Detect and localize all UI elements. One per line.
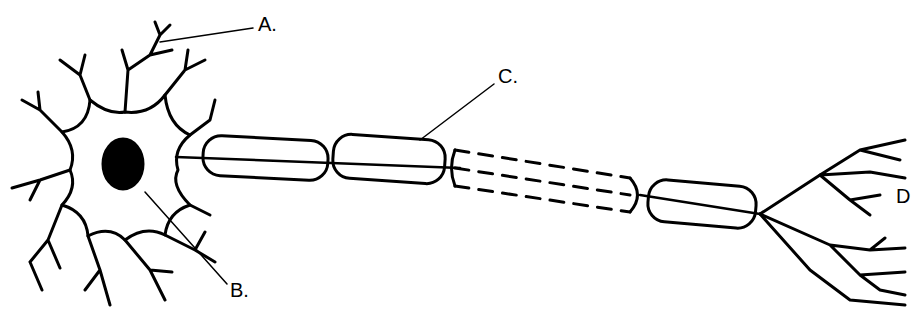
myelin-sheath [646, 178, 757, 229]
leader-lines [145, 28, 494, 284]
part-label: D [896, 186, 910, 206]
myelin-sheath-dashed [455, 150, 630, 212]
part-label: A. [258, 14, 277, 34]
part-label: B. [230, 280, 249, 300]
nucleus [103, 139, 143, 189]
myelin-end [452, 150, 456, 186]
axon [640, 195, 760, 214]
part-label: C. [498, 66, 518, 86]
myelin-end [630, 178, 638, 212]
axon-terminals [760, 140, 905, 305]
myelin-sheath [202, 135, 329, 181]
dendrites [12, 22, 215, 305]
cell-body [62, 95, 190, 240]
myelin-sheath [332, 133, 447, 185]
axon [176, 157, 460, 168]
